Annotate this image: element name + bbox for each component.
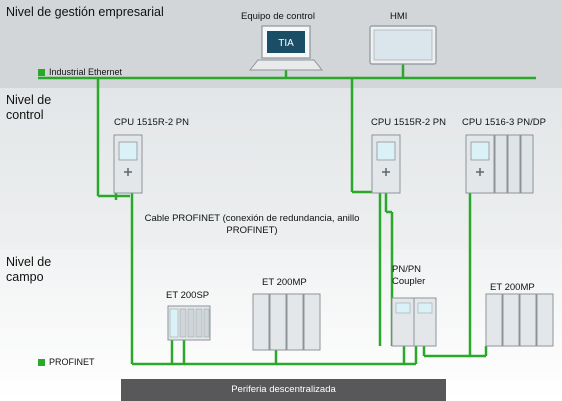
decentralized-periphery-bar: Periferia descentralizada (121, 379, 446, 401)
cpu-right-label: CPU 1516-3 PN/DP (462, 117, 546, 128)
cpu-right-module (465, 134, 534, 194)
et200mp-right-label: ET 200MP (490, 282, 535, 293)
management-level-label: Nivel de gestión empresarial (6, 5, 164, 19)
laptop-screen (267, 31, 305, 53)
hmi-panel (369, 25, 437, 65)
et200mp-left-module (252, 293, 321, 351)
profinet-legend: PROFINET (38, 357, 95, 367)
cpu-left-module (113, 134, 143, 194)
et200mp-right-module (485, 293, 554, 347)
cpu-middle-module (371, 134, 401, 194)
profinet-swatch (38, 359, 45, 366)
et200sp-label: ET 200SP (166, 290, 210, 301)
et200mp-left-label: ET 200MP (262, 277, 307, 288)
cpu-left-label: CPU 1515R-2 PN (114, 117, 189, 128)
industrial-ethernet-swatch (38, 69, 45, 76)
pnpn-coupler-module (391, 297, 437, 347)
control-station-label: Equipo de control (241, 11, 315, 22)
cpu-middle-label: CPU 1515R-2 PN (371, 117, 446, 128)
profinet-lines (114, 190, 488, 366)
profinet-cable-label: Cable PROFINET (conexión de redundancia,… (144, 213, 360, 236)
hmi-label: HMI (390, 11, 408, 22)
control-level-label: Nivel de control (6, 93, 52, 122)
laptop-screen-text: TIA (278, 38, 294, 49)
field-level-label: Nivel de campo (6, 255, 52, 284)
pnpn-coupler-label: PN/PN Coupler (392, 264, 426, 287)
industrial-ethernet-lines (38, 62, 536, 198)
et200sp-module (167, 305, 211, 341)
profinet-label: PROFINET (49, 357, 95, 367)
control-station-laptop: TIA (248, 25, 324, 71)
industrial-ethernet-legend: Industrial Ethernet (38, 67, 122, 77)
industrial-ethernet-label: Industrial Ethernet (49, 67, 123, 77)
